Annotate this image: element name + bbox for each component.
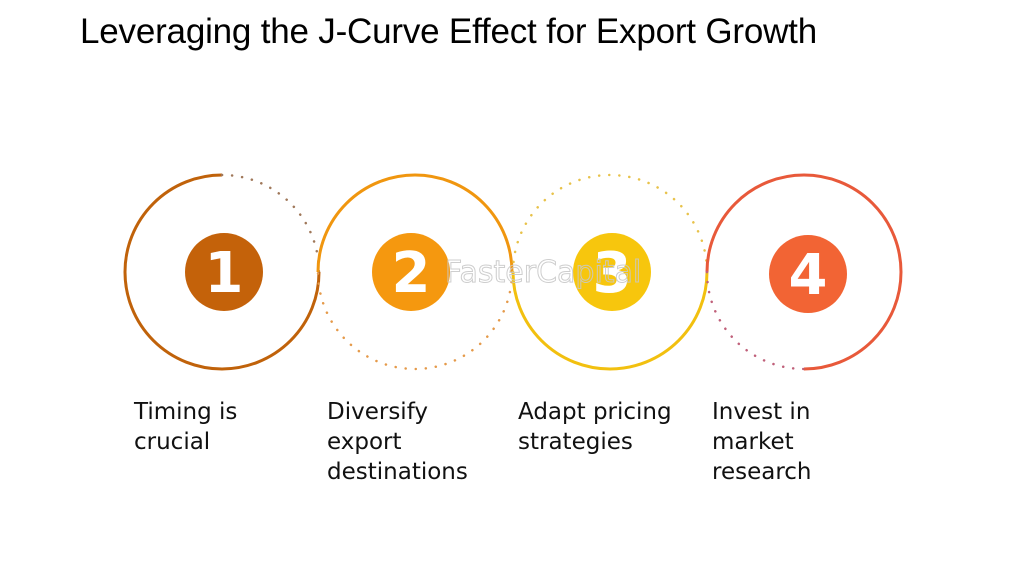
label-line: Diversify [327, 399, 428, 425]
watermark-text: FasterCapital [445, 255, 641, 290]
diagram-title: Leveraging the J-Curve Effect for Export… [80, 12, 817, 51]
badge-number-3: 3 [593, 241, 632, 306]
ring-2 [316, 173, 514, 371]
ring-3 [511, 173, 709, 371]
step-label-3: Adapt pricing strategies [518, 397, 698, 457]
label-line: Adapt pricing [518, 399, 672, 425]
step-badge-4: 4 [769, 235, 847, 313]
badge-circle-2 [372, 233, 450, 311]
label-line: crucial [134, 429, 211, 455]
badge-number-2: 2 [392, 241, 431, 306]
label-line: market [712, 429, 794, 455]
ring-1 [123, 173, 321, 371]
label-line: research [712, 459, 812, 485]
step-label-2: Diversify export destinations [327, 397, 507, 487]
step-label-1: Timing is crucial [134, 397, 314, 457]
label-line: Invest in [712, 399, 811, 425]
badge-number-1: 1 [205, 241, 244, 306]
label-line: strategies [518, 429, 633, 455]
label-line: export [327, 429, 402, 455]
badge-circle-3 [573, 233, 651, 311]
badge-circle-4 [769, 235, 847, 313]
ring-4 [705, 173, 903, 371]
badge-number-4: 4 [789, 243, 828, 308]
step-badge-3: 3 [573, 233, 651, 311]
step-label-4: Invest in market research [712, 397, 892, 487]
step-badge-1: 1 [185, 233, 263, 311]
label-line: destinations [327, 459, 468, 485]
step-badge-2: 2 [372, 233, 450, 311]
badge-circle-1 [185, 233, 263, 311]
label-line: Timing is [134, 399, 238, 425]
